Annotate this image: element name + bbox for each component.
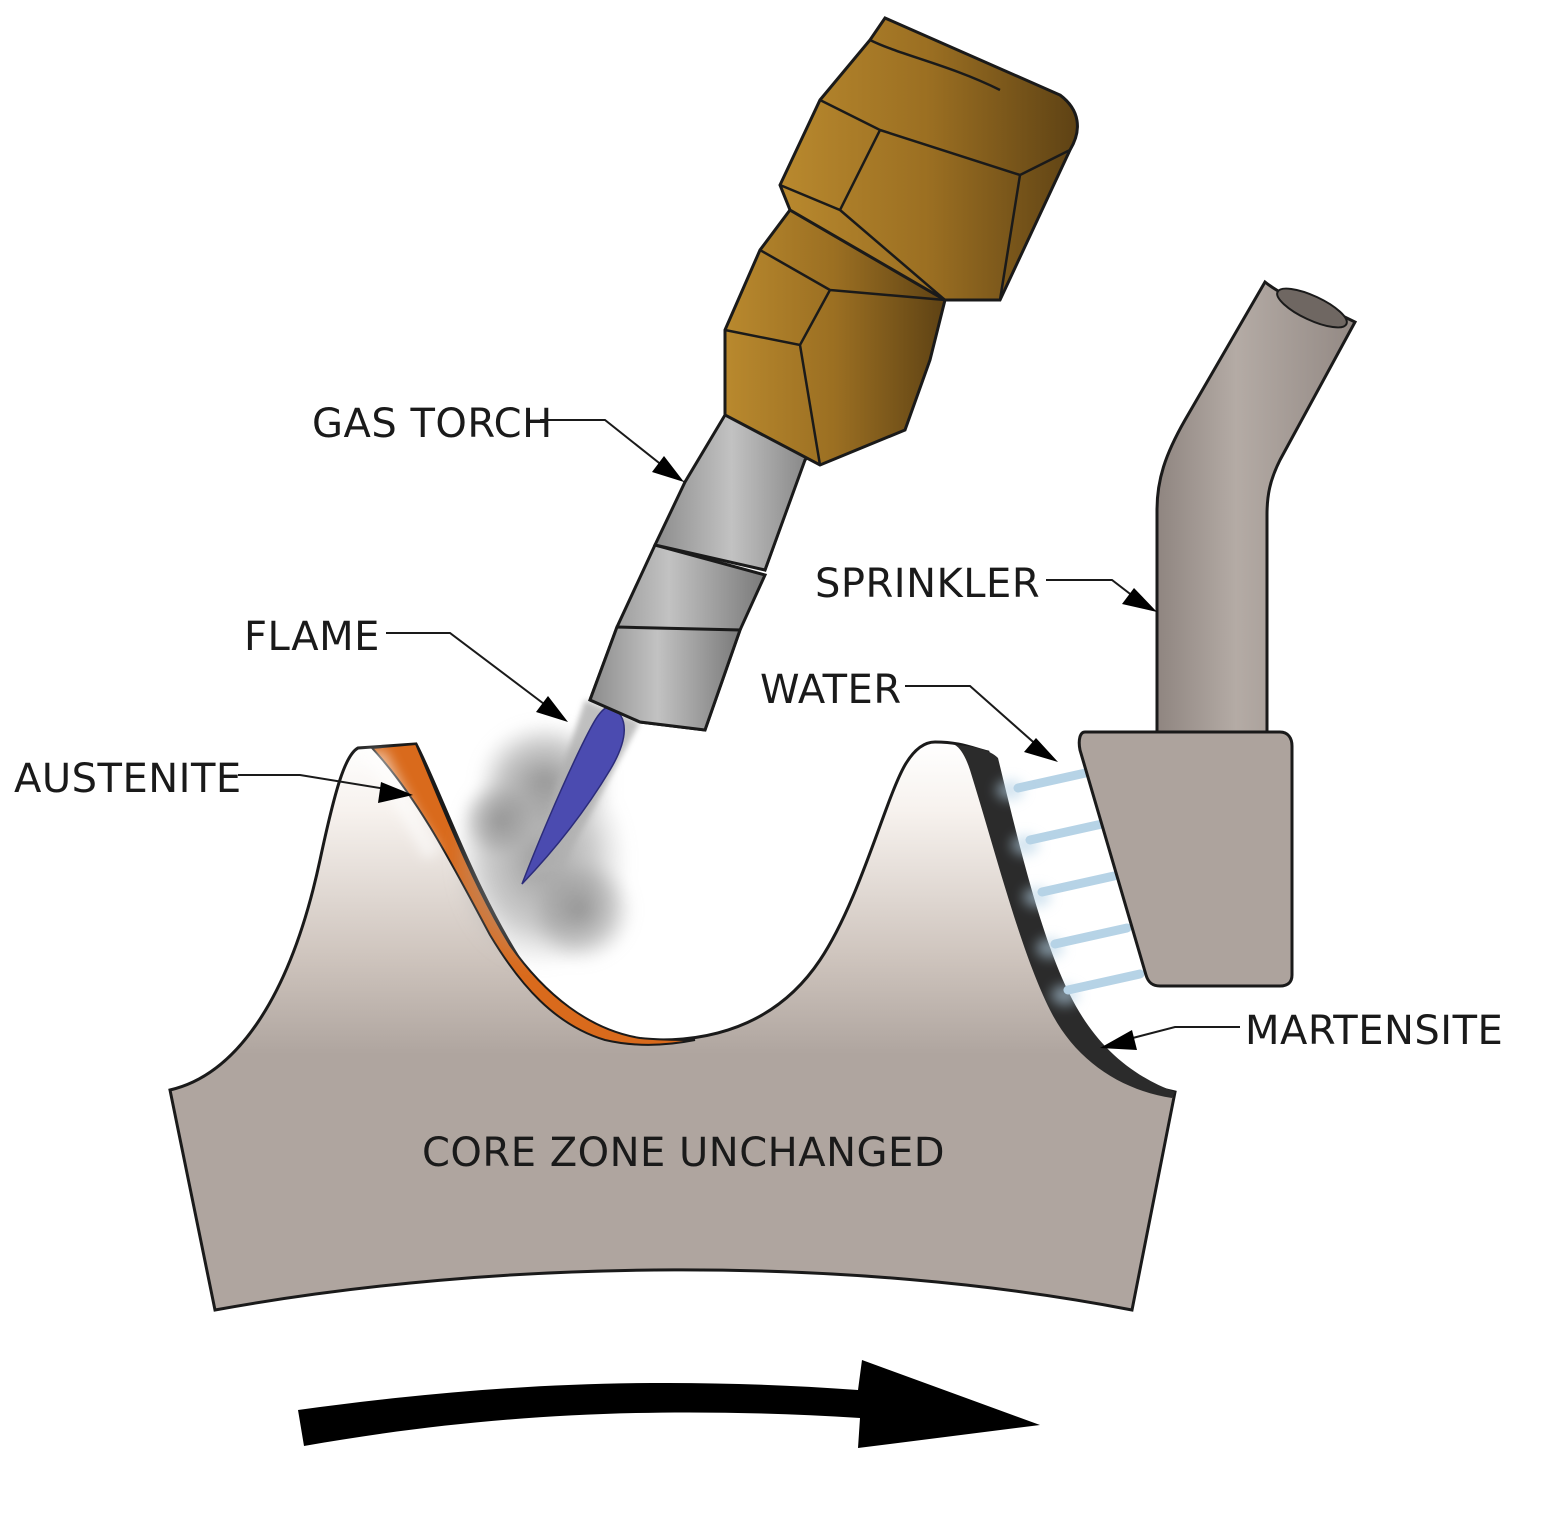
sprinkler-head [1077, 730, 1294, 988]
label-austenite: AUSTENITE [14, 756, 242, 802]
torch-brass-upper [778, 16, 1079, 302]
label-gas-torch: GAS TORCH [312, 401, 553, 447]
torch-tip [588, 625, 743, 732]
curved-arrow-right-icon [298, 1360, 1040, 1448]
label-sprinkler: SPRINKLER [815, 561, 1040, 607]
label-water: WATER [760, 667, 902, 713]
torch-brass-lower-facets [724, 248, 946, 466]
label-flame: FLAME [244, 614, 380, 660]
sprinkler-pipe-opening [1276, 287, 1348, 329]
label-martensite: MARTENSITE [1245, 1008, 1503, 1054]
austenite-glow [360, 750, 440, 860]
martensite-layer [955, 745, 1175, 1098]
gear-segment [168, 740, 1177, 1312]
leader-lines [238, 419, 1240, 1050]
water-jets [1013, 767, 1145, 995]
torch-brass-upper-facets [779, 38, 1071, 301]
sprinkler-pipe [1155, 279, 1358, 742]
water-splash [996, 780, 1079, 1005]
flame [521, 705, 625, 885]
label-core-zone: CORE ZONE UNCHANGED [422, 1130, 945, 1176]
